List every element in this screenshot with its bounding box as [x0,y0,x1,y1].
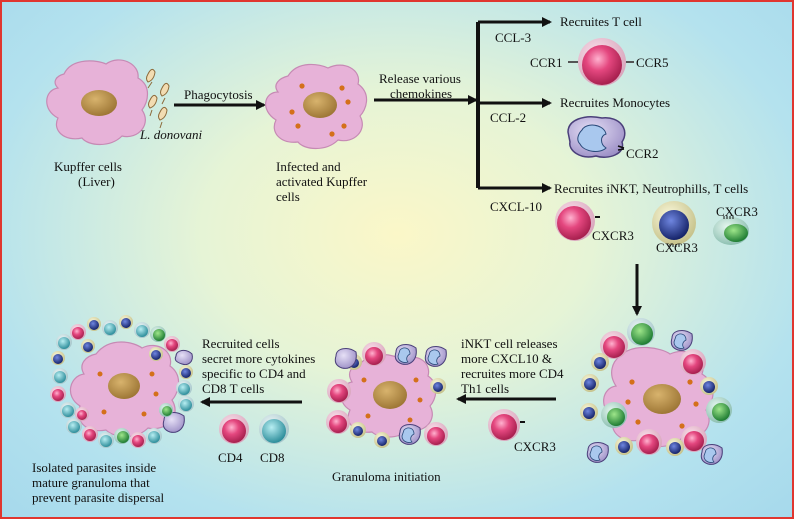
final-label-2: mature granuloma that [32,475,150,490]
infected-nucleus [303,92,337,118]
cxcl10-tcell [555,201,600,241]
recruit-label-3: specific to CD4 and [202,366,306,381]
kupffer-label: Kupffer cells [54,159,122,174]
cd4-cell [219,414,249,444]
recruit-label-2: secret more cytokines [202,351,316,366]
ccl2-recruits-label: Recruites Monocytes [560,95,671,110]
initiation-label: Granuloma initiation [332,469,441,484]
cxcl10-neutrophil [713,216,749,245]
cxcl10-recruits-label: Recruites iNKT, Neutrophills, T cells [554,181,749,196]
kupffer-sublabel: (Liver) [78,174,115,189]
ccl2-label: CCL-2 [490,110,527,125]
monocyte-ccl2 [567,116,626,158]
recruit-label-1: Recruited cells [202,336,280,351]
cxcl10-label: CXCL-10 [490,199,542,214]
inkt-label-2: more CXCL10 & [461,351,552,366]
cd8-label: CD8 [260,450,285,465]
ccl3-label: CCL-3 [495,30,532,45]
inkt-granuloma [580,318,732,465]
inkt-label-3: recruites more CD4 [461,366,564,381]
infected-label-3: cells [276,189,300,204]
initiation-granuloma [326,342,448,448]
chemokine-label-2: chemokines [390,86,453,101]
final-label-1: Isolated parasites inside [32,460,157,475]
kupffer-nucleus [81,90,117,116]
inkt-cells-ring [580,318,732,465]
cxcr3-label-3: CXCR3 [716,204,758,219]
mature-granuloma-ring [50,315,194,448]
recruit-label-4: CD8 T cells [202,381,265,396]
infected-label-1: Infected and [276,159,341,174]
cxcr3-tcell [488,409,525,441]
cd4-label: CD4 [218,450,243,465]
cxcr3-label-2: CXCR3 [656,240,698,255]
cxcl10-inkt [652,201,696,247]
parasite-label: L. donovani [140,127,203,142]
chemokine-label-1: Release various [379,71,461,86]
final-label-3: prevent parasite dispersal [32,490,165,505]
ccr1-label: CCR1 [530,55,563,70]
ccr5-label: CCR5 [636,55,669,70]
phagocytosis-label: Phagocytosis [184,87,253,102]
infected-kupffer-cell [265,63,368,150]
amastigote-dots [289,83,351,137]
infected-label-2: activated Kupffer [276,174,368,189]
t-cell-ccl3 [568,38,634,86]
ccl3-recruits-label: Recruites T cell [560,14,642,29]
inkt-label-4: Th1 cells [461,381,510,396]
mature-granuloma [50,315,194,448]
inkt-cxcr3-label: CXCR3 [514,439,556,454]
inkt-label-1: iNKT cell releases [461,336,558,351]
ccr2-label: CCR2 [626,146,659,161]
cxcr3-label-1: CXCR3 [592,228,634,243]
cd8-cell [259,414,289,444]
l-donovani-parasites [146,68,170,129]
kupffer-cell [46,59,149,146]
